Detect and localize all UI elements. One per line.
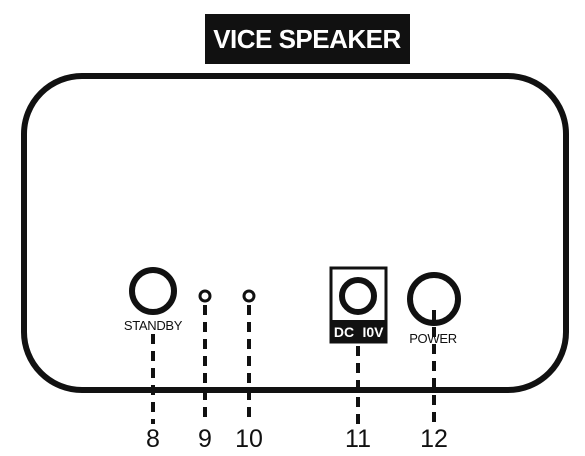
power-label: POWER (409, 331, 457, 346)
callout-numbers: 8 9 10 11 12 (146, 425, 448, 453)
panel-outline (21, 73, 569, 393)
standby-label: STANDBY (124, 318, 183, 333)
dc-input-jack: DC I0V (329, 266, 388, 344)
indicator-led-10 (242, 289, 256, 303)
power-button: POWER (407, 272, 461, 346)
dc-label-right: I0V (362, 324, 384, 340)
callout-9: 9 (198, 425, 212, 453)
callout-11: 11 (345, 425, 371, 453)
callout-8: 8 (146, 425, 160, 453)
title-background (205, 14, 410, 64)
dc-jack-socket (339, 277, 377, 315)
standby-button-ring (129, 267, 177, 315)
power-button-ring (407, 272, 461, 326)
dc-label-plate (331, 320, 386, 342)
indicator-led-9 (198, 289, 212, 303)
title-banner: VICE SPEAKER (205, 14, 410, 64)
leader-lines (151, 305, 436, 424)
title-text: VICE SPEAKER (213, 24, 401, 54)
standby-button: STANDBY (124, 267, 183, 333)
dc-label-left: DC (334, 324, 354, 340)
callout-10: 10 (235, 425, 263, 453)
callout-12: 12 (420, 425, 448, 453)
